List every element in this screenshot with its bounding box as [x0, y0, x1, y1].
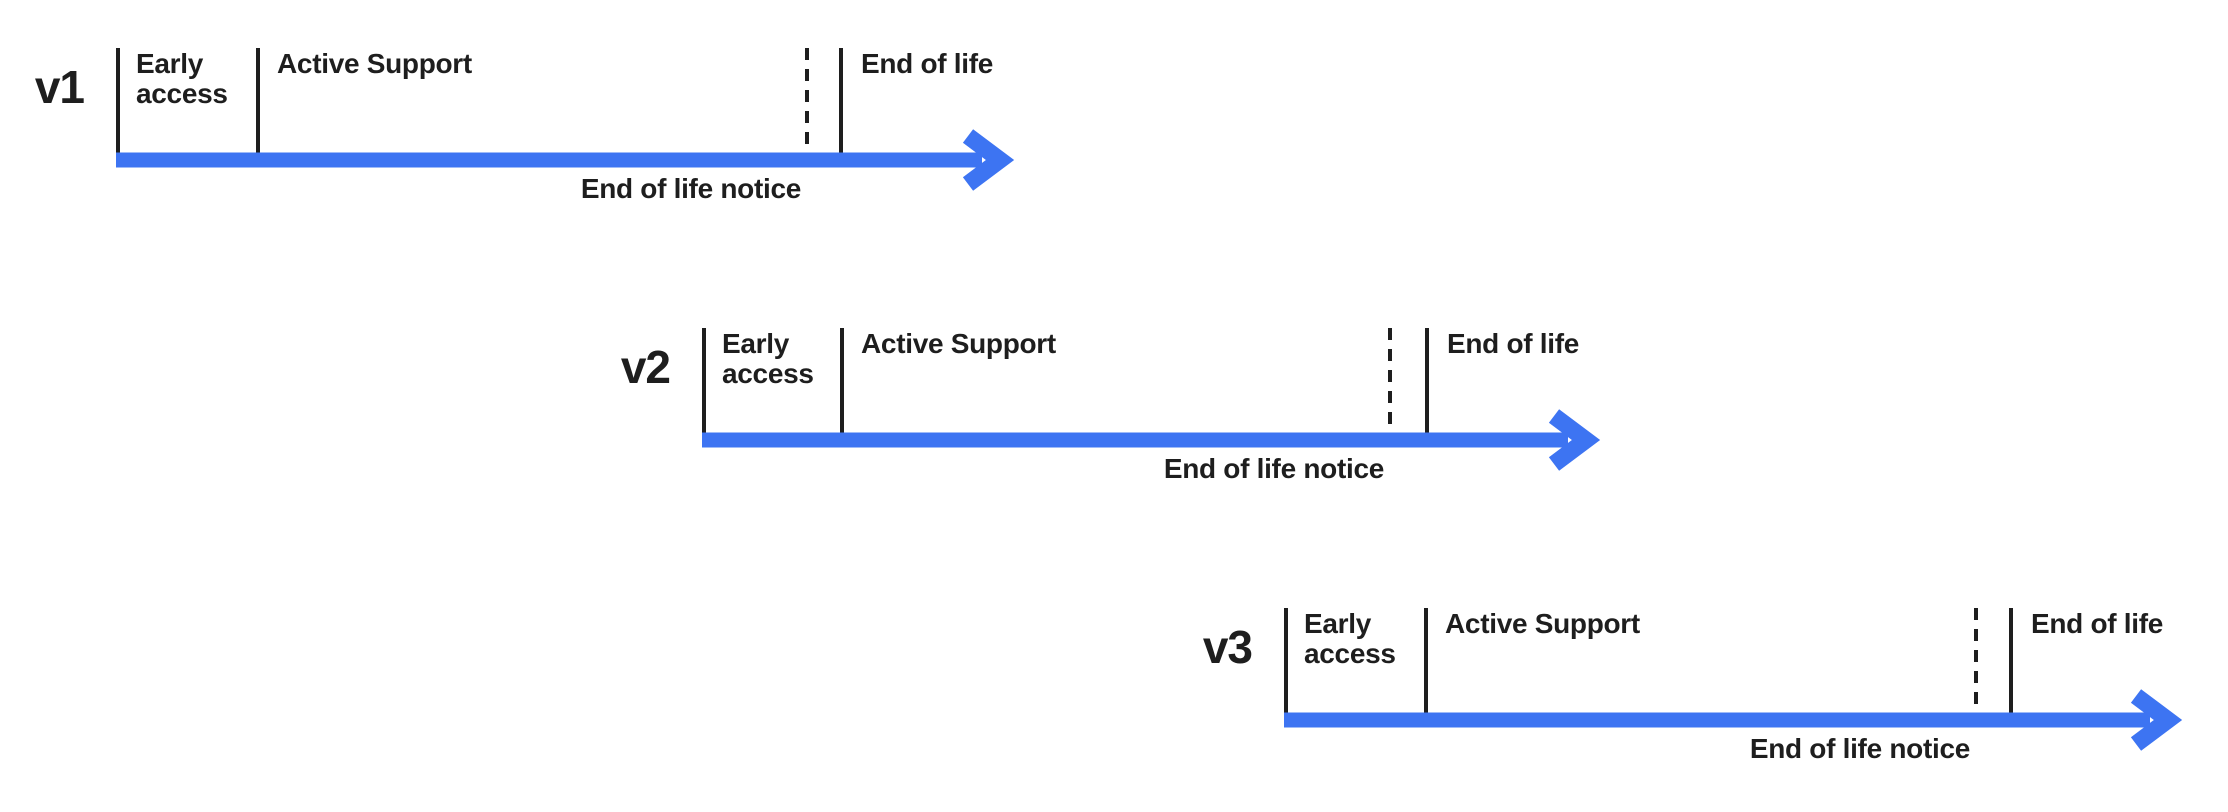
early-access-label: Early access [1304, 608, 1396, 669]
version-label: v3 [1202, 621, 1253, 673]
end-of-life-notice-label: End of life notice [1749, 733, 1970, 764]
active-support-start-tick [1424, 608, 1428, 713]
timeline-arrow [116, 129, 1015, 191]
arrow-head-icon [2130, 689, 2183, 751]
end-of-life-tick [2009, 608, 2013, 713]
eol-notice-dashed-line [805, 48, 809, 145]
end-of-life-label: End of life [2031, 608, 2164, 639]
active-support-label: Active Support [861, 328, 1056, 359]
active-support-label: Active Support [1445, 608, 1640, 639]
end-of-life-tick [1425, 328, 1429, 433]
early-access-label: Early access [722, 328, 814, 389]
active-support-start-tick [256, 48, 260, 153]
arrow-head-icon [962, 129, 1015, 191]
active-support-start-tick [840, 328, 844, 433]
end-of-life-label: End of life [861, 48, 994, 79]
end-of-life-label: End of life [1447, 328, 1580, 359]
version-label: v1 [34, 61, 85, 113]
timeline-arrow [702, 409, 1601, 471]
eol-notice-dashed-line [1388, 328, 1392, 425]
early-access-label: Early access [136, 48, 228, 109]
end-of-life-notice-label: End of life notice [1163, 453, 1384, 484]
early-access-start-tick [702, 328, 706, 433]
version-label: v2 [620, 341, 671, 393]
eol-notice-dashed-line [1974, 608, 1978, 705]
early-access-start-tick [116, 48, 120, 153]
early-access-start-tick [1284, 608, 1288, 713]
active-support-label: Active Support [277, 48, 472, 79]
arrow-head-icon [1548, 409, 1601, 471]
timeline-arrow [1284, 689, 2183, 751]
end-of-life-tick [839, 48, 843, 153]
end-of-life-notice-label: End of life notice [580, 173, 801, 204]
